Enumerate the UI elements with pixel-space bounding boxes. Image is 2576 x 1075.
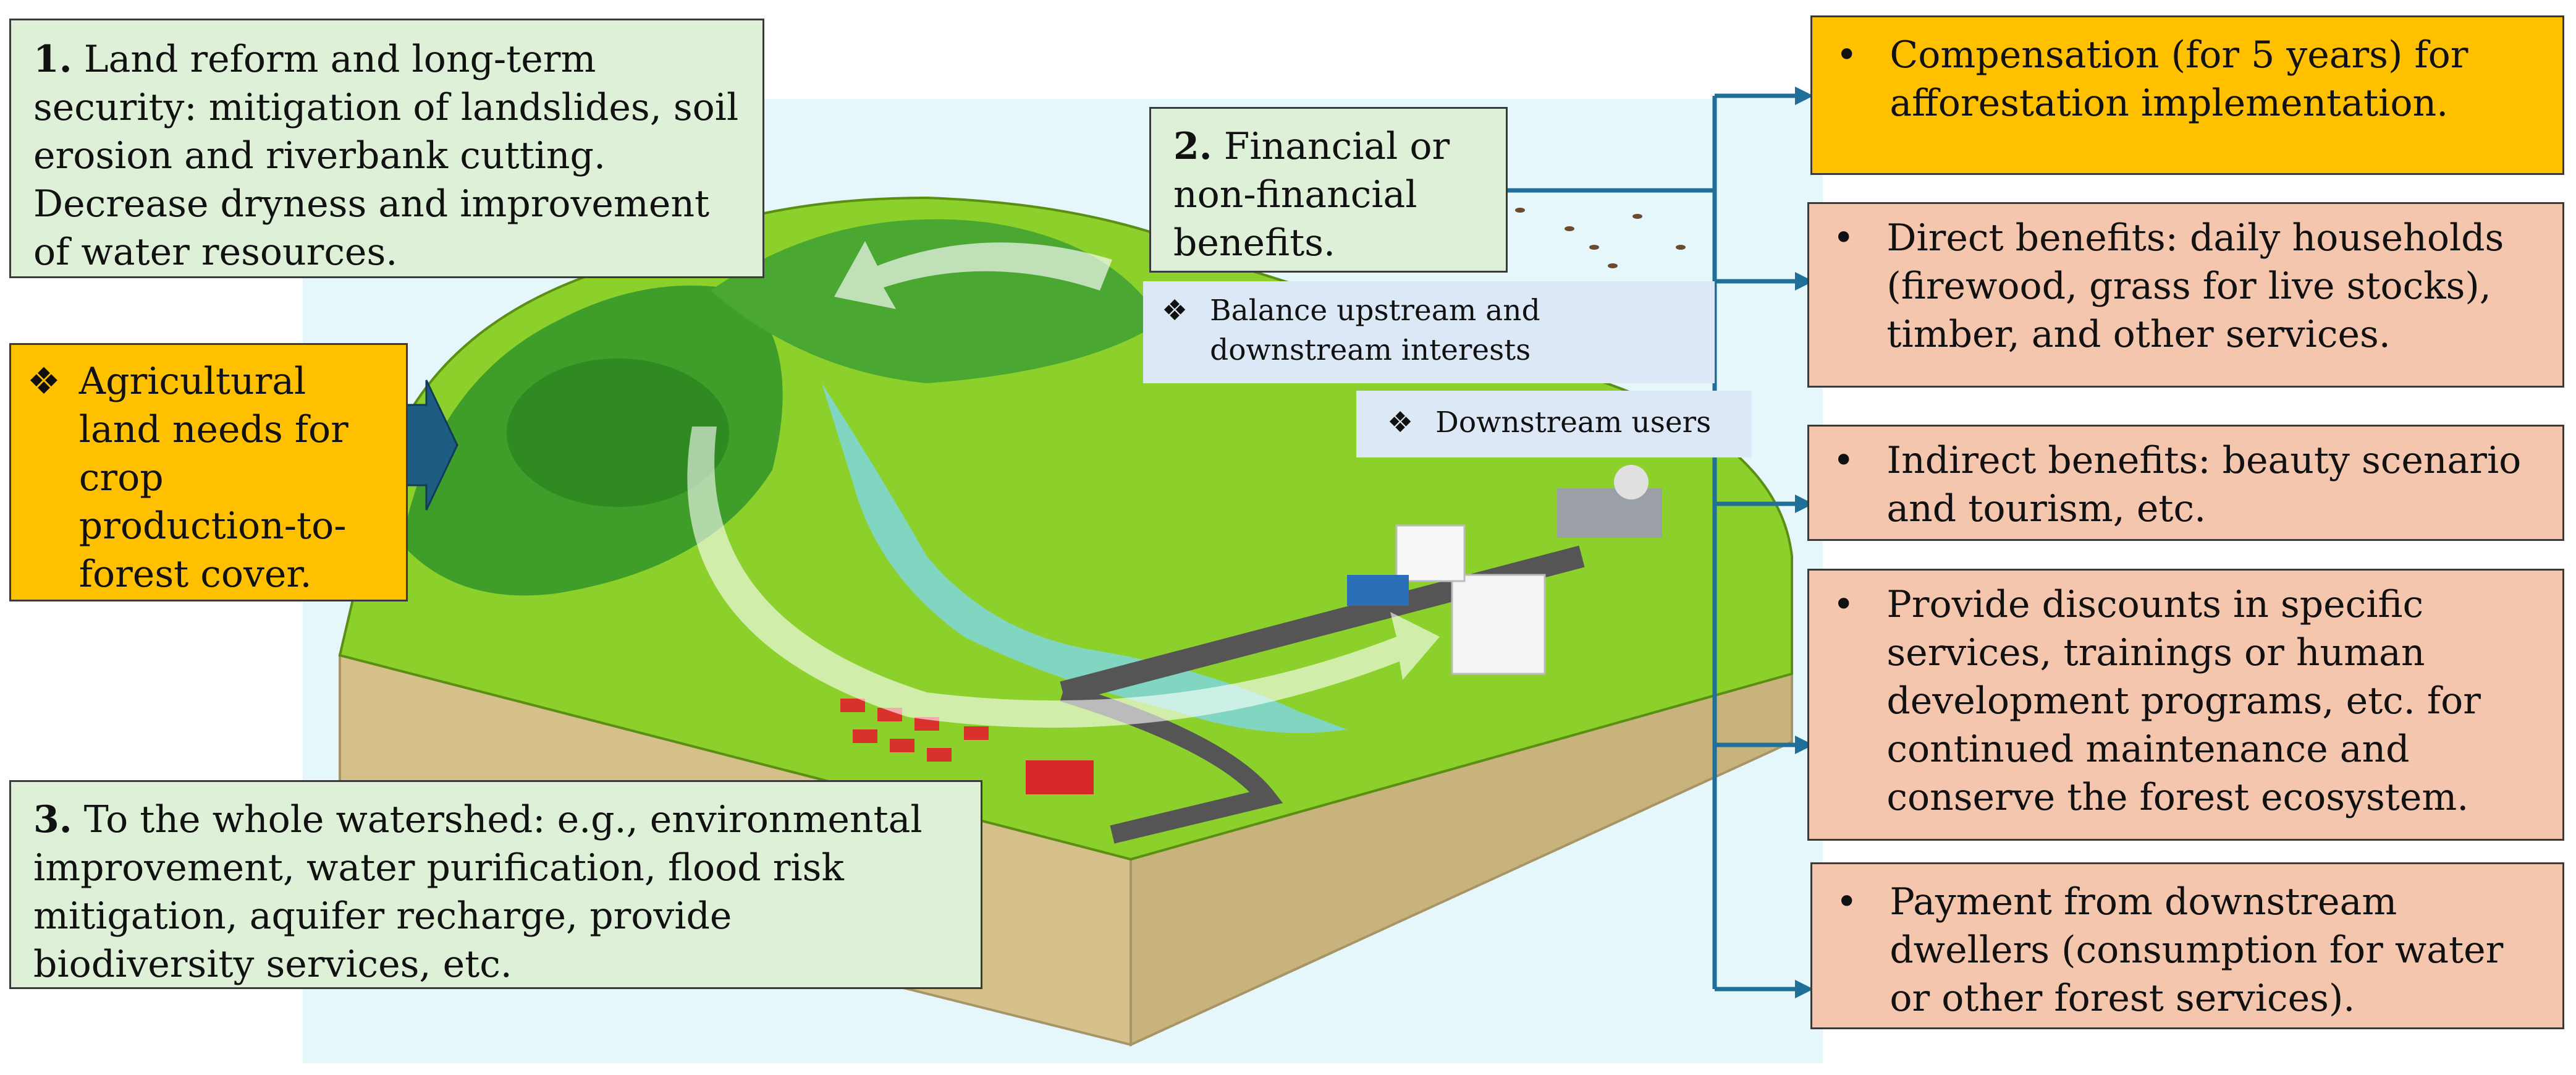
red-roof-house [1026, 760, 1094, 794]
box-payment-downstream-text: Payment from downstream dwellers (consum… [1890, 880, 2504, 1020]
box-agricultural-land-text: Agricultural land needs for crop product… [78, 360, 348, 596]
connector-arrowheads [1795, 87, 1814, 998]
diamond-bullet-icon: ❖ [27, 360, 61, 403]
box-whole-watershed-number: 3. [33, 798, 72, 841]
bullet-icon: • [1836, 33, 1858, 77]
apartment-building [1451, 574, 1546, 675]
box-agricultural-land: ❖ Agricultural land needs for crop produ… [9, 343, 408, 601]
diamond-bullet-icon: ❖ [1162, 294, 1188, 328]
village-houses [840, 699, 989, 762]
bullet-icon: • [1833, 216, 1855, 260]
forest-patch [507, 359, 729, 507]
box-whole-watershed: 3. To the whole watershed: e.g., environ… [9, 780, 982, 989]
bullet-icon: • [1833, 439, 1855, 482]
label-balance-interests: ❖ Balance upstream and downstream intere… [1143, 281, 1715, 383]
box-whole-watershed-text: To the whole watershed: e.g., environmen… [33, 798, 923, 986]
label-balance-interests-text: Balance upstream and downstream interest… [1210, 294, 1540, 367]
box-compensation: • Compensation (for 5 years) for affores… [1810, 15, 2564, 175]
bullet-icon: • [1836, 880, 1858, 924]
birds [1515, 208, 1686, 268]
box-financial-benefits-text: Financial or non-financial benefits. [1173, 125, 1450, 265]
connector-lines [1508, 93, 1801, 992]
box-financial-benefits: 2. Financial or non-financial benefits. [1149, 107, 1508, 273]
flow-arrow-top [834, 241, 1112, 309]
small-building-blue [1347, 575, 1409, 606]
factory-building [1557, 488, 1662, 538]
box-compensation-text: Compensation (for 5 years) for afforesta… [1890, 33, 2468, 125]
box-financial-benefits-number: 2. [1173, 125, 1212, 168]
river [822, 383, 1347, 733]
box-indirect-benefits: • Indirect benefits: beauty scenario and… [1807, 425, 2564, 541]
bullet-icon: • [1833, 583, 1855, 626]
box-discounts-text: Provide discounts in specific services, … [1886, 583, 2481, 819]
box-land-reform-text: Land reform and long-term security: miti… [33, 38, 739, 274]
diamond-bullet-icon: ❖ [1387, 406, 1414, 440]
water-tower [1614, 465, 1649, 499]
office-building [1395, 524, 1466, 582]
box-land-reform: 1. Land reform and long-term security: m… [9, 19, 764, 278]
box-direct-benefits: • Direct benefits: daily households (fir… [1807, 202, 2564, 388]
box-payment-downstream: • Payment from downstream dwellers (cons… [1810, 862, 2564, 1029]
label-downstream-users-text: Downstream users [1435, 406, 1712, 440]
box-discounts: • Provide discounts in specific services… [1807, 569, 2564, 841]
box-land-reform-number: 1. [33, 38, 72, 81]
label-downstream-users: ❖ Downstream users [1356, 391, 1752, 457]
box-direct-benefits-text: Direct benefits: daily households (firew… [1886, 216, 2504, 356]
box-indirect-benefits-text: Indirect benefits: beauty scenario and t… [1886, 439, 2522, 530]
